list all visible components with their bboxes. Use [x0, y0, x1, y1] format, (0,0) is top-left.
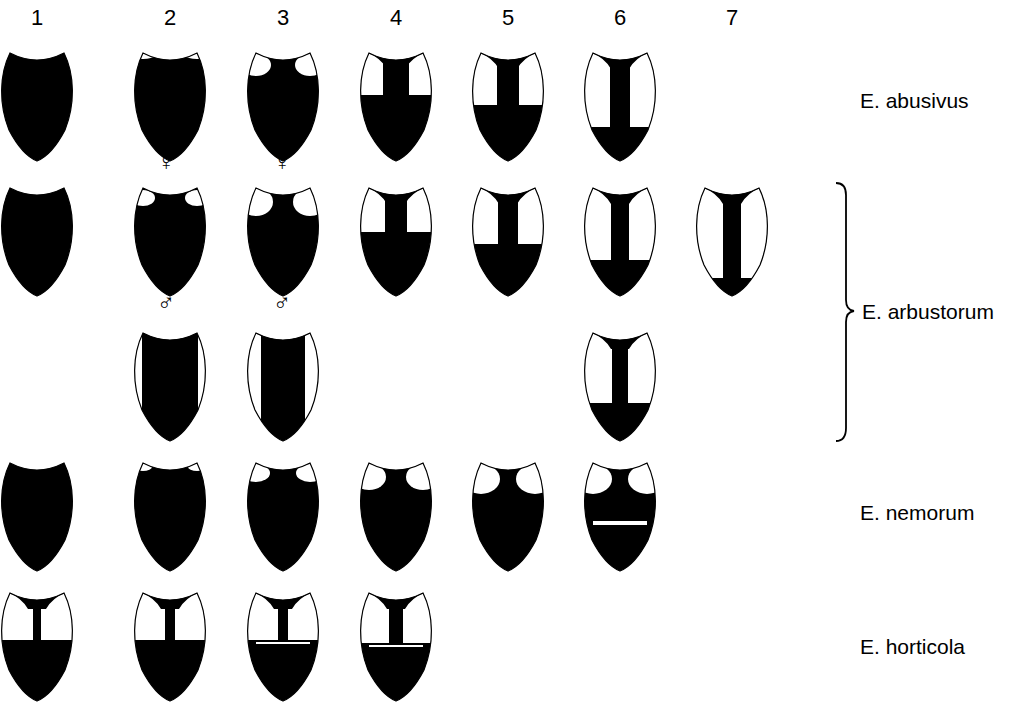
- species-name: E. arbustorum: [862, 301, 994, 322]
- abdomen-pattern: [462, 455, 554, 575]
- abdomen-pattern: [130, 455, 210, 575]
- abdomen-pattern: [468, 180, 548, 300]
- column-number: 2: [164, 7, 176, 29]
- column-number: 4: [390, 7, 402, 29]
- sex-symbol: ♀: [273, 150, 291, 174]
- abdomen-pattern: [130, 585, 210, 705]
- sex-symbol: ♂: [273, 291, 291, 315]
- abdomen-pattern: [0, 585, 77, 705]
- abdomen-pattern: [242, 455, 324, 575]
- abdomen-pattern: [580, 325, 660, 445]
- column-number: 3: [277, 7, 289, 29]
- abdomen-pattern: [130, 180, 210, 300]
- abdomen-pattern: [574, 455, 666, 575]
- abdomen-pattern: [243, 585, 323, 705]
- abdomen-pattern: [130, 45, 210, 165]
- sex-symbol: ♀: [157, 150, 175, 174]
- column-number: 1: [31, 7, 43, 29]
- abdomen-pattern: [468, 45, 548, 165]
- abdomen-pattern: [356, 45, 436, 165]
- abdomen-pattern: [356, 585, 436, 705]
- column-number: 7: [726, 7, 738, 29]
- column-number: 6: [614, 7, 626, 29]
- abdomen-pattern: [0, 180, 77, 300]
- column-number: 5: [502, 7, 514, 29]
- abdomen-pattern: [692, 180, 772, 300]
- abdomen-pattern: [580, 45, 660, 165]
- abdomen-pattern: [239, 180, 327, 300]
- abdomen-pattern: [0, 455, 77, 575]
- abdomen-pattern: [241, 45, 325, 165]
- species-name: E. abusivus: [860, 90, 969, 111]
- species-bracket: [836, 183, 854, 441]
- abdomen-pattern: [356, 180, 436, 300]
- abdomen-pattern: [0, 45, 77, 165]
- species-name: E. horticola: [860, 636, 965, 657]
- species-name: E. nemorum: [860, 502, 974, 523]
- abdomen-pattern: [243, 325, 323, 445]
- abdomen-pattern: [352, 455, 440, 575]
- abdomen-pattern: [580, 180, 660, 300]
- sex-symbol: ♂: [157, 291, 175, 315]
- abdomen-pattern: [130, 325, 210, 445]
